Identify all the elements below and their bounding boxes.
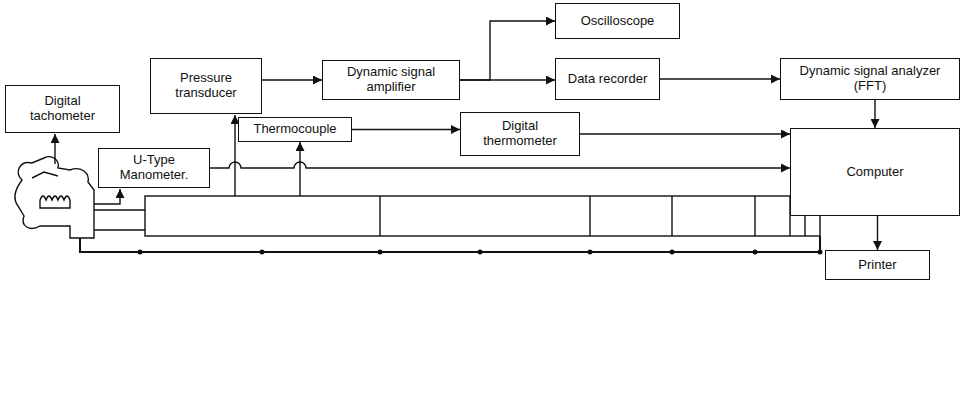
signal-connector <box>352 129 460 130</box>
pipe-joint <box>754 196 755 236</box>
box-label: Computer <box>846 165 903 180</box>
box-label: Dynamic signal amplifier <box>329 65 453 95</box>
box-label: Data recorder <box>568 72 647 87</box>
pipe-wall <box>94 209 145 210</box>
instrument-box: U-Type Manometer. <box>98 148 210 188</box>
pipe-joint <box>379 196 380 236</box>
signal-connector <box>877 216 878 250</box>
engine-outline <box>15 157 94 238</box>
pipe-joint <box>589 196 590 236</box>
exhaust-pipe <box>80 196 820 252</box>
sensor-box: Pressure transducer <box>150 58 262 114</box>
box-label: U-Type Manometer. <box>105 153 203 183</box>
support-rail <box>80 236 820 252</box>
signal-connector <box>262 79 322 80</box>
box-label: Printer <box>858 258 896 273</box>
engine <box>15 157 94 238</box>
display-box: Oscilloscope <box>555 3 680 39</box>
process-box: Dynamic signal amplifier <box>322 60 460 100</box>
output-box: Printer <box>825 250 930 280</box>
sensor-box: Thermocouple <box>238 117 352 142</box>
box-label: Thermocouple <box>253 122 336 137</box>
box-label: Digital thermometer <box>467 119 573 149</box>
pipe-section <box>145 196 820 236</box>
box-label: Oscilloscope <box>581 14 655 29</box>
signal-connector <box>460 79 555 80</box>
box-label: Dynamic signal analyzer (FFT) <box>787 64 953 94</box>
tachometer-lead <box>54 134 55 164</box>
pressure-tap <box>234 115 235 196</box>
signal-connector <box>210 162 790 168</box>
instrument-box: Digital tachometer <box>5 85 120 133</box>
signal-connector <box>874 100 875 128</box>
process-box: Computer <box>790 128 960 216</box>
process-box: Data recorder <box>555 58 660 100</box>
signal-connector <box>580 133 790 134</box>
pipe-joint <box>671 196 672 236</box>
process-box: Dynamic signal analyzer (FFT) <box>780 58 960 100</box>
engine-detail <box>32 172 58 178</box>
engine-coil <box>40 196 70 208</box>
pipe-wall <box>94 229 145 230</box>
thermocouple-tap <box>299 142 300 196</box>
rail-dots <box>138 250 823 255</box>
instrument-box: Digital thermometer <box>460 112 580 156</box>
manometer-lead <box>94 189 120 204</box>
box-label: Digital tachometer <box>12 94 113 124</box>
box-label: Pressure transducer <box>157 71 255 101</box>
signal-connector <box>660 78 780 79</box>
signal-connector <box>460 21 555 80</box>
